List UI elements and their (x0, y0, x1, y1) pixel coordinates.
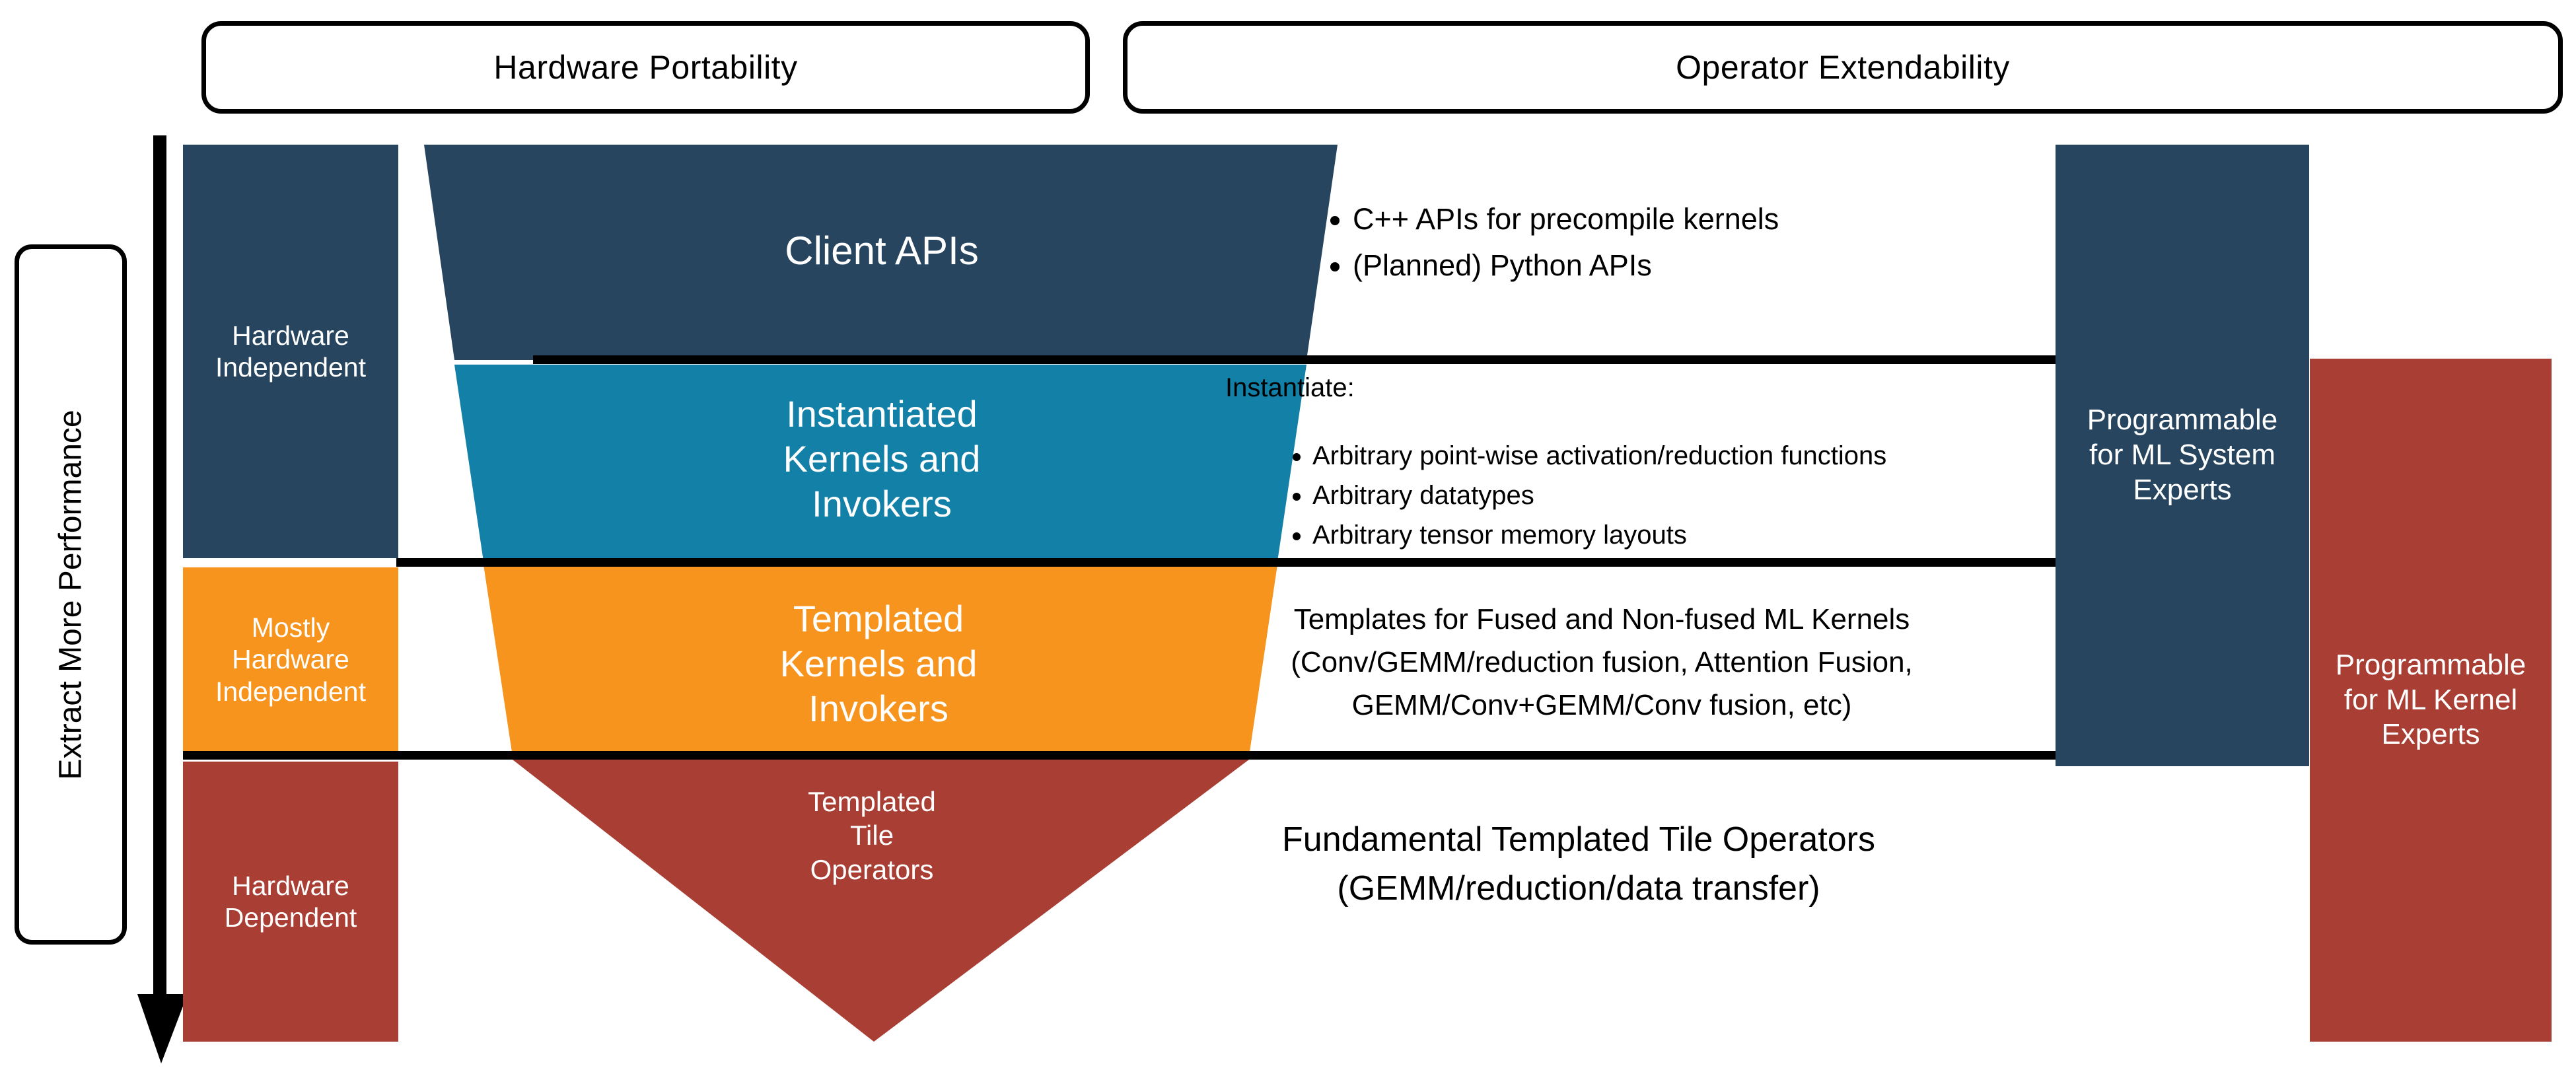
audience-label-1: Programmable for ML Kernel Experts (2335, 648, 2526, 751)
client-apis-bullet-0: C++ APIs for precompile kernels (1353, 198, 1779, 240)
funnel-layer-instantiated (454, 365, 1306, 561)
header-hardware-portability: Hardware Portability (201, 21, 1090, 114)
instantiate-description: Arbitrary point-wise activation/reductio… (1278, 436, 1886, 555)
funnel-label-text-2: Templated Kernels and Invokers (779, 597, 978, 730)
hardware-level-bar-dependent: Hardware Dependent (183, 762, 398, 1042)
hardware-level-bar-mostly-independent: Mostly Hardware Independent (183, 567, 398, 752)
divider-line-3 (183, 751, 2059, 760)
fundamental-operators-description: Fundamental Templated Tile Operators (GE… (1282, 820, 1875, 908)
client-apis-description: C++ APIs for precompile kernels (Planned… (1314, 198, 1779, 291)
header-hardware-portability-label: Hardware Portability (493, 49, 798, 86)
hardware-level-label-2: Hardware Dependent (224, 870, 357, 933)
hardware-level-label-0: Hardware Independent (215, 320, 366, 382)
header-operator-extendability-label: Operator Extendability (1676, 49, 2010, 86)
funnel-label-instantiated: Instantiated Kernels and Invokers (542, 370, 1222, 548)
funnel-label-templated: Templated Kernels and Invokers (581, 575, 1176, 753)
performance-axis-label: Extract More Performance (53, 409, 89, 780)
client-apis-bullet-1: (Planned) Python APIs (1353, 244, 1779, 287)
audience-bar-ml-system-experts: Programmable for ML System Experts (2056, 145, 2309, 766)
divider-line-2 (396, 558, 2059, 567)
instantiate-bullet-0: Arbitrary point-wise activation/reductio… (1312, 436, 1886, 476)
header-operator-extendability: Operator Extendability (1123, 21, 2563, 114)
down-arrow-icon (137, 135, 188, 1063)
templates-description: Templates for Fused and Non-fused ML Ker… (1291, 603, 1913, 722)
divider-line-1 (533, 355, 2059, 364)
performance-axis-box: Extract More Performance (15, 244, 127, 945)
instantiate-title: Instantiate: (1225, 373, 1355, 402)
funnel-label-client-apis: Client APIs (462, 152, 1301, 350)
funnel-label-tile-operators: Templated Tile Operators (674, 766, 1070, 905)
funnel-layer-tile-operators (513, 760, 1249, 1042)
funnel-layer-templated (483, 565, 1277, 756)
inverted-funnel-graphic (424, 145, 1338, 1042)
funnel-label-text-0: Client APIs (785, 229, 979, 273)
instantiate-bullet-1: Arbitrary datatypes (1312, 476, 1886, 515)
instantiate-bullet-2: Arbitrary tensor memory layouts (1312, 515, 1886, 555)
hardware-level-bar-independent: Hardware Independent (183, 145, 398, 558)
hardware-level-label-1: Mostly Hardware Independent (215, 612, 366, 707)
funnel-label-text-3: Templated Tile Operators (808, 786, 936, 885)
audience-label-0: Programmable for ML System Experts (2087, 404, 2278, 506)
funnel-label-text-1: Instantiated Kernels and Invokers (783, 392, 981, 525)
funnel-layer-client-apis (424, 145, 1338, 360)
audience-bar-ml-kernel-experts: Programmable for ML Kernel Experts (2310, 359, 2552, 1042)
